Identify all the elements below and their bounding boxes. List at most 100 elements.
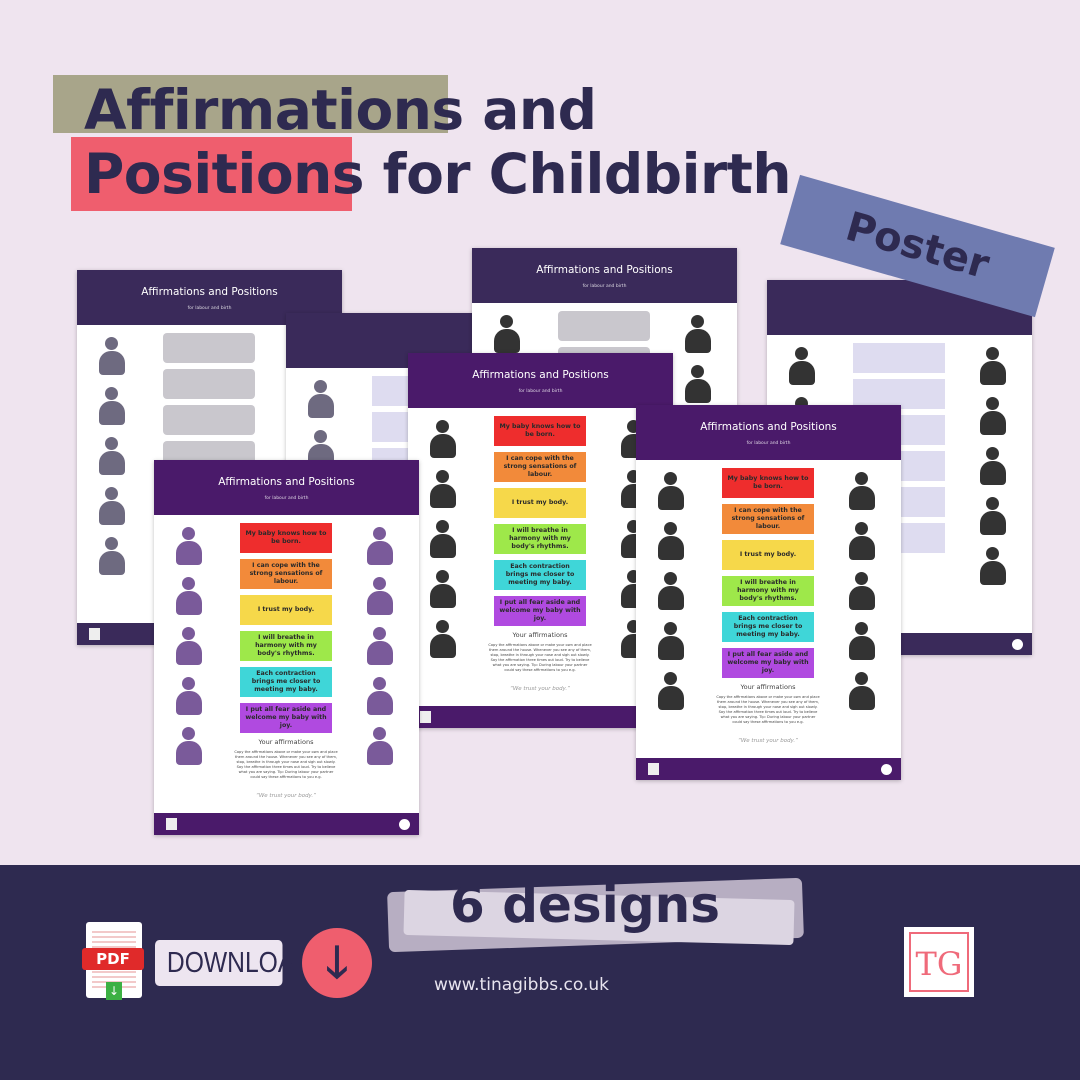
poster-logo (166, 818, 177, 830)
poster-footer (636, 758, 901, 780)
poster-title: Affirmations and Positions (472, 369, 609, 381)
position-figure-icon (841, 470, 885, 514)
position-figure-icon (359, 625, 403, 669)
affirmation-card: I put all fear aside and welcome my baby… (494, 596, 586, 626)
position-figure-icon (359, 575, 403, 619)
position-figure-icon (168, 625, 212, 669)
position-figure-icon (650, 670, 694, 714)
position-figure-icon (422, 518, 466, 562)
affirmation-bar (163, 333, 255, 363)
tg-logo: TG (904, 927, 974, 997)
headline-word: for Childbirth (364, 142, 792, 206)
your-affirmations-heading: Your affirmations (258, 738, 314, 746)
position-figure-icon (972, 345, 1016, 389)
poster-preview: Affirmations and Positions for labour an… (408, 353, 673, 728)
pdf-file-icon[interactable]: PDF ↓ (82, 922, 144, 1000)
poster-body: My baby knows how to be born. I can cope … (408, 408, 673, 706)
position-figure-icon (781, 345, 825, 389)
headline-highlight-olive (53, 75, 448, 133)
poster-footer (154, 813, 419, 835)
affirmation-card: I will breathe in harmony with my body's… (722, 576, 814, 606)
position-figure-icon (650, 520, 694, 564)
position-figure-icon (359, 525, 403, 569)
poster-title: Affirmations and Positions (218, 476, 355, 488)
your-affirmations-text: Copy the affirmations above or make your… (488, 643, 592, 672)
affirmation-card: I trust my body. (240, 595, 332, 625)
poster-logo (648, 763, 659, 775)
poster-header: Affirmations and Positions for labour an… (154, 460, 419, 515)
headline-word: Affirmations (84, 78, 464, 142)
position-figure-icon (677, 313, 721, 357)
poster-header: Affirmations and Positions for labour an… (636, 405, 901, 460)
headline-word: and (463, 78, 597, 142)
headline-word: Positions (84, 142, 365, 206)
poster-subtitle: for labour and birth (264, 496, 309, 501)
position-figure-icon (168, 725, 212, 769)
position-figure-icon (972, 495, 1016, 539)
poster-body: My baby knows how to be born.I can cope … (636, 460, 901, 758)
affirmation-card: Each contraction brings me closer to mee… (722, 612, 814, 642)
position-figure-icon (359, 725, 403, 769)
position-figure-icon (650, 620, 694, 664)
your-affirmations-text: Copy the affirmations above or make your… (234, 750, 338, 779)
position-figure-icon (300, 378, 344, 422)
position-figure-icon (841, 670, 885, 714)
download-button[interactable]: DOWNLOAD (155, 940, 312, 986)
position-figure-icon (841, 570, 885, 614)
designs-count: 6 designs (450, 876, 720, 934)
your-affirmations-heading: Your affirmations (740, 683, 796, 691)
download-small-icon: ↓ (106, 982, 122, 1000)
website-url[interactable]: www.tinagibbs.co.uk (434, 975, 609, 995)
cc-icon (881, 764, 892, 775)
affirmation-card: I will breathe in harmony with my body's… (494, 524, 586, 554)
position-figure-icon (677, 363, 721, 407)
headline: Affirmations and Positions for Childbirt… (84, 78, 792, 206)
position-figure-icon (168, 525, 212, 569)
poster-subtitle: for labour and birth (582, 284, 627, 289)
poster-logo (420, 711, 431, 723)
affirmation-card: Each contraction brings me closer to mee… (240, 667, 332, 697)
cc-icon (1012, 639, 1023, 650)
affirmation-bar (558, 311, 650, 341)
position-figure-icon (422, 618, 466, 662)
affirmation-card: I can cope with the strong sensations of… (722, 504, 814, 534)
your-affirmations-text: Copy the affirmations above or make your… (716, 695, 820, 724)
poster-header: Affirmations and Positions for labour an… (408, 353, 673, 408)
position-figure-icon (650, 470, 694, 514)
position-figure-icon (91, 485, 135, 529)
poster-subtitle: for labour and birth (518, 389, 563, 394)
affirmation-card: My baby knows how to be born. (240, 523, 332, 553)
poster-title: Affirmations and Positions (536, 264, 673, 276)
cc-icon (399, 819, 410, 830)
affirmation-card: My baby knows how to be born. (494, 416, 586, 446)
position-figure-icon (650, 570, 694, 614)
position-figure-icon (972, 445, 1016, 489)
position-figure-icon (168, 675, 212, 719)
position-figure-icon (486, 313, 530, 357)
affirmation-card: I can cope with the strong sensations of… (494, 452, 586, 482)
poster-subtitle: for labour and birth (187, 306, 232, 311)
position-figure-icon (359, 675, 403, 719)
affirmation-bar (163, 369, 255, 399)
pdf-label: PDF (82, 948, 144, 970)
position-figure-icon (91, 385, 135, 429)
download-arrow-icon[interactable]: 🡓 (302, 928, 372, 998)
position-figure-icon (841, 620, 885, 664)
poster-preview: Affirmations and Positions for labour an… (636, 405, 901, 780)
quote: “We trust your body.” (256, 793, 316, 799)
poster-preview: Affirmations and Positions for labour an… (154, 460, 419, 835)
poster-logo (89, 628, 100, 640)
affirmation-card: I will breathe in harmony with my body's… (240, 631, 332, 661)
affirmation-card: Each contraction brings me closer to mee… (494, 560, 586, 590)
poster-header: Affirmations and Positions for labour an… (472, 248, 737, 303)
quote: “We trust your body.” (510, 686, 570, 692)
position-figure-icon (91, 435, 135, 479)
affirmation-card: I trust my body. (722, 540, 814, 570)
headline-highlight-pink (71, 137, 352, 211)
position-figure-icon (168, 575, 212, 619)
position-figure-icon (422, 468, 466, 512)
position-figure-icon (91, 335, 135, 379)
affirmation-card: I can cope with the strong sensations of… (240, 559, 332, 589)
position-figure-icon (841, 520, 885, 564)
poster-subtitle: for labour and birth (746, 441, 791, 446)
